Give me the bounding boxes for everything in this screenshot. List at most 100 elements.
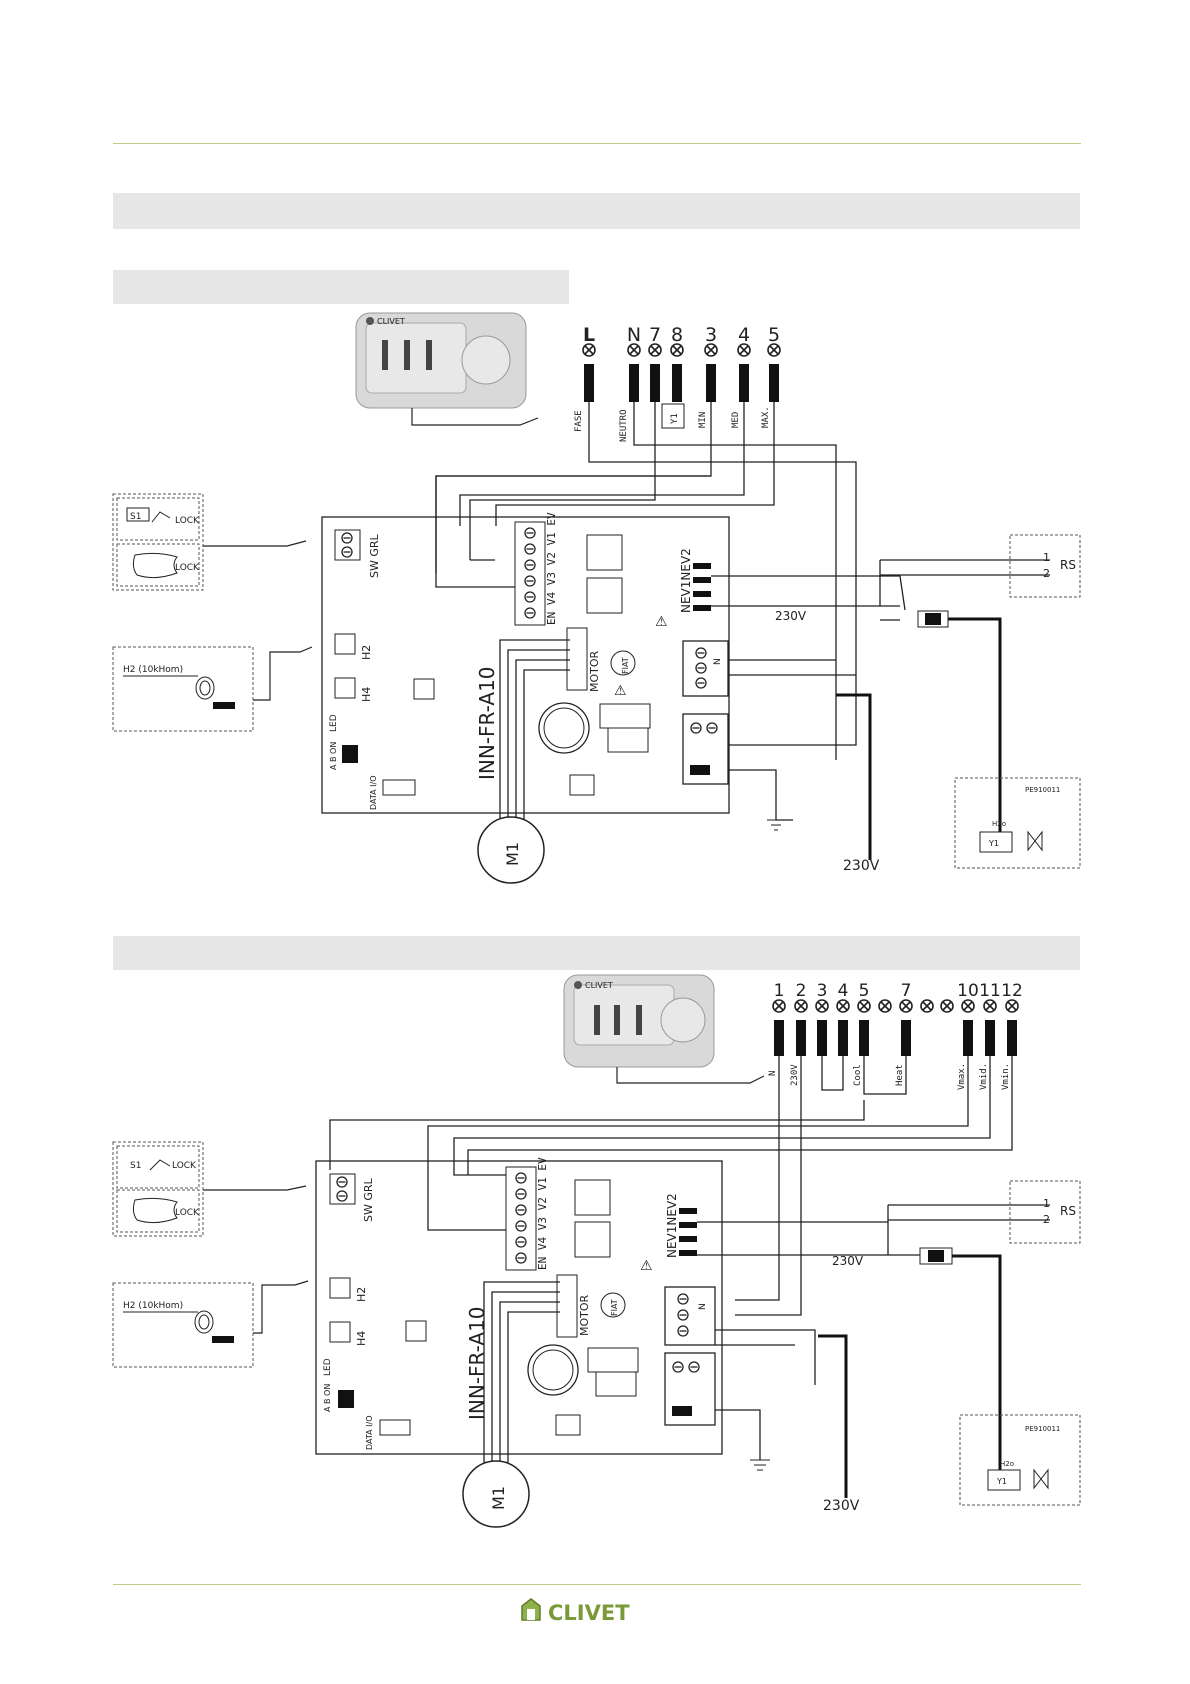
svg-text:H2 (10kHom): H2 (10kHom) bbox=[123, 1301, 183, 1311]
svg-text:LED: LED bbox=[329, 714, 339, 732]
diagram-2: CLIVET 1 2 3 4 5 7 10 11 12 N 2 bbox=[112, 974, 1081, 1528]
rs-box-2: 1 2 RS bbox=[1009, 1180, 1081, 1244]
svg-text:H4: H4 bbox=[355, 1331, 368, 1346]
svg-text:1: 1 bbox=[774, 981, 785, 1001]
terminal-3: 3 bbox=[705, 324, 717, 346]
svg-text:S1: S1 bbox=[130, 1161, 141, 1171]
svg-text:NEV1NEV2: NEV1NEV2 bbox=[665, 1193, 679, 1258]
subsection-band-2 bbox=[113, 936, 1080, 970]
motor-m1-2: M1 bbox=[462, 1460, 530, 1528]
svg-text:Heat: Heat bbox=[895, 1064, 905, 1086]
thermostat-controller-2: CLIVET bbox=[563, 974, 715, 1068]
svg-text:CLIVET: CLIVET bbox=[377, 317, 405, 326]
valve-box-2: PE910011 H2o Y1 bbox=[959, 1414, 1081, 1506]
supply-230v: 230V bbox=[823, 1498, 860, 1514]
svg-text:NEV1NEV2: NEV1NEV2 bbox=[679, 548, 693, 613]
svg-text:Y1: Y1 bbox=[996, 1477, 1007, 1486]
svg-text:LOCK: LOCK bbox=[172, 1161, 197, 1171]
svg-text:11: 11 bbox=[979, 981, 1001, 1001]
board-name: INN-FR-A10 bbox=[475, 666, 499, 780]
terminal-4: 4 bbox=[738, 324, 750, 346]
terminal-5: 5 bbox=[768, 324, 780, 346]
svg-text:H2o: H2o bbox=[1000, 1460, 1014, 1468]
svg-text:H2: H2 bbox=[355, 1287, 368, 1302]
label-fase: FASE bbox=[574, 410, 584, 432]
rs-label: RS bbox=[1060, 558, 1076, 572]
svg-text:A B ON: A B ON bbox=[329, 742, 338, 770]
diagram-1: CLIVET L N 7 8 3 4 5 bbox=[112, 312, 1081, 884]
clivet-logo-small: CLIVET bbox=[366, 317, 405, 326]
pcb-board-2: SW GRL H2 H4 LED A B ON DATA I/O INN-FR-… bbox=[315, 1157, 723, 1455]
svg-text:10: 10 bbox=[957, 981, 979, 1001]
lock-switch-box-1: S1 LOCK LOCK bbox=[112, 493, 204, 591]
svg-text:RS: RS bbox=[1060, 1204, 1076, 1218]
svg-text:INN-FR-A10: INN-FR-A10 bbox=[465, 1306, 489, 1420]
terminal-8: 8 bbox=[671, 324, 683, 346]
subsection-band-1 bbox=[113, 270, 569, 304]
bottom-rule bbox=[113, 1584, 1081, 1585]
svg-text:M1: M1 bbox=[489, 1486, 508, 1510]
valve-230v: 230V bbox=[775, 609, 807, 623]
svg-text:N: N bbox=[768, 1071, 778, 1076]
valve-230v: 230V bbox=[832, 1254, 864, 1268]
svg-text:DATA I/O: DATA I/O bbox=[365, 1415, 374, 1450]
label-y1: Y1 bbox=[670, 413, 680, 424]
svg-text:12: 12 bbox=[1001, 981, 1023, 1001]
svg-text:DATA I/O: DATA I/O bbox=[369, 775, 378, 810]
svg-text:230V: 230V bbox=[790, 1064, 800, 1086]
svg-text:H2o: H2o bbox=[992, 820, 1006, 828]
svg-text:Vmax.: Vmax. bbox=[957, 1063, 967, 1090]
svg-text:LOCK: LOCK bbox=[175, 1208, 200, 1218]
h2-probe-box-1: H2 (10kHom) bbox=[112, 646, 254, 732]
motor-m1-1: M1 bbox=[477, 816, 545, 884]
clivet-logo: CLIVET bbox=[518, 1594, 668, 1630]
thermostat-controller-1: CLIVET bbox=[355, 312, 527, 409]
label-max: MAX. bbox=[761, 406, 771, 428]
svg-text:EN V4 V3 V2 V1 EV: EN V4 V3 V2 V1 EV bbox=[545, 512, 558, 625]
svg-text:PE910011: PE910011 bbox=[1025, 786, 1060, 794]
svg-text:MOTOR: MOTOR bbox=[578, 1294, 591, 1336]
terminal-strip-1: L N 7 8 3 4 5 FASE NEUTRO bbox=[574, 324, 781, 442]
top-rule bbox=[113, 143, 1081, 144]
svg-text:FIAT: FIAT bbox=[610, 1299, 619, 1316]
svg-text:CLIVET: CLIVET bbox=[585, 981, 613, 990]
s1-label: S1 bbox=[130, 512, 141, 522]
warning-icon: ⚠ bbox=[640, 1258, 653, 1274]
svg-text:Y1: Y1 bbox=[988, 839, 999, 848]
fiat-badge: FIAT bbox=[621, 657, 630, 674]
svg-text:5: 5 bbox=[859, 981, 870, 1001]
lock-label: LOCK bbox=[175, 516, 200, 526]
svg-text:H4: H4 bbox=[360, 687, 373, 702]
svg-text:EN V4 V3 V2 V1 EV: EN V4 V3 V2 V1 EV bbox=[536, 1157, 549, 1270]
terminal-N: N bbox=[627, 324, 641, 346]
svg-text:2: 2 bbox=[796, 981, 807, 1001]
svg-text:LOCK: LOCK bbox=[175, 563, 200, 573]
label-neutro: NEUTRO bbox=[619, 409, 629, 442]
terminal-L: L bbox=[583, 324, 595, 346]
sw-grl-label: SW GRL bbox=[368, 533, 381, 578]
terminal-strip-2: 1 2 3 4 5 7 10 11 12 N 230V Cool Heat bbox=[768, 981, 1023, 1090]
svg-text:PE910011: PE910011 bbox=[1025, 1425, 1060, 1433]
svg-text:Vmid.: Vmid. bbox=[979, 1063, 989, 1090]
svg-text:Cool: Cool bbox=[853, 1064, 863, 1086]
svg-text:1: 1 bbox=[1043, 551, 1050, 564]
warning-icon: ⚠ bbox=[614, 683, 627, 699]
valve-box-1: PE910011 H2o Y1 bbox=[954, 777, 1081, 869]
svg-text:2: 2 bbox=[1043, 1213, 1050, 1226]
warning-icon: ⚠ bbox=[655, 614, 668, 630]
svg-text:N: N bbox=[713, 658, 723, 665]
h2-probe-box-2: H2 (10kHom) bbox=[112, 1282, 254, 1368]
svg-text:LED: LED bbox=[323, 1358, 333, 1376]
svg-text:SW GRL: SW GRL bbox=[362, 1177, 375, 1222]
supply-230v: 230V bbox=[843, 858, 880, 874]
svg-text:7: 7 bbox=[901, 981, 912, 1001]
svg-text:A B ON: A B ON bbox=[323, 1384, 332, 1412]
svg-text:H2: H2 bbox=[360, 645, 373, 660]
section-band bbox=[113, 193, 1080, 229]
label-min: MIN bbox=[698, 412, 708, 428]
svg-text:3: 3 bbox=[817, 981, 828, 1001]
svg-text:CLIVET: CLIVET bbox=[548, 1601, 630, 1625]
label-med: MED bbox=[731, 412, 741, 428]
svg-text:2: 2 bbox=[1043, 567, 1050, 580]
